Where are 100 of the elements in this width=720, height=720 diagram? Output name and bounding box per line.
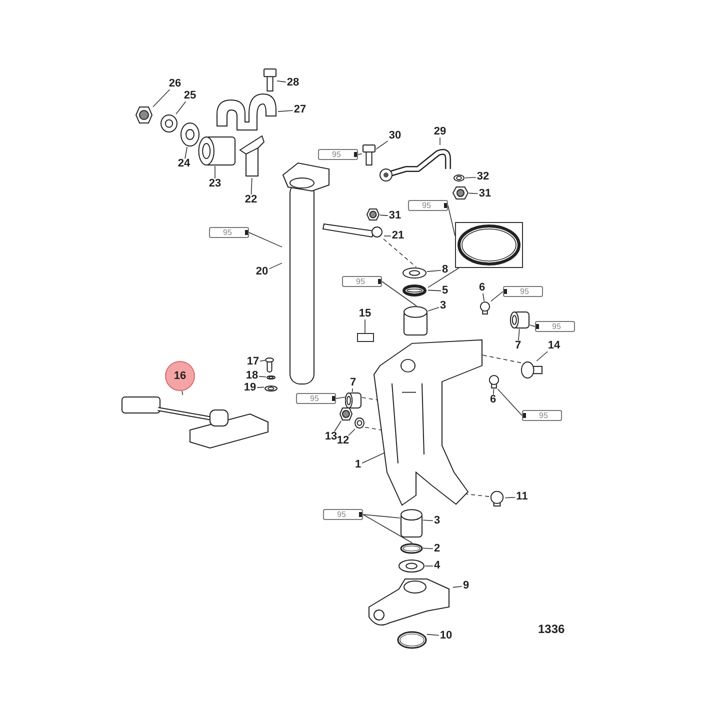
leader-line	[422, 520, 434, 522]
bushing-drawing	[198, 136, 236, 166]
leader-line	[464, 176, 476, 178]
leader-line	[278, 110, 294, 112]
washer-drawing	[402, 267, 427, 279]
leader-line	[426, 634, 440, 636]
bushing-drawing	[403, 306, 428, 336]
sealant-tube	[342, 276, 382, 287]
sealant-tube	[296, 393, 336, 404]
leader-line	[358, 153, 362, 155]
nut-drawing	[339, 407, 353, 421]
callout-number: 7	[348, 378, 358, 388]
drawing-number: 1336	[538, 621, 565, 638]
tube-label: 95	[538, 412, 549, 420]
callout-number: 20	[254, 266, 270, 278]
assembly-line	[364, 426, 382, 430]
leader-line	[260, 360, 266, 362]
leader-line	[176, 101, 186, 114]
leader-line	[352, 388, 353, 392]
seal-ring-drawing	[401, 283, 428, 298]
leader-line	[530, 324, 536, 327]
callout-number: 31	[388, 210, 402, 222]
leader-line	[182, 390, 184, 396]
sealant-tube	[323, 509, 363, 520]
washer-drawing	[160, 114, 178, 133]
bushing-drawing	[345, 392, 362, 409]
callout-number: 17	[246, 356, 260, 368]
tube-label: 95	[309, 394, 320, 402]
leader-line	[184, 146, 188, 159]
callout-number: 19	[242, 382, 258, 394]
bushing-drawing	[510, 311, 530, 329]
sealant-tube	[522, 410, 562, 421]
washer-drawing	[398, 559, 425, 573]
callout-number: 6	[478, 282, 486, 294]
leader-line	[497, 388, 522, 416]
screw-drawing	[479, 301, 491, 315]
callout-number: 4	[432, 560, 442, 572]
leader-line	[426, 270, 442, 272]
leader-line	[492, 388, 494, 395]
leader-line	[362, 514, 400, 518]
assembly-line	[482, 354, 522, 364]
callout-number: 18	[244, 370, 260, 382]
callout-number: 3	[432, 516, 442, 526]
callout-number: 7	[514, 340, 522, 352]
callout-number: 5	[440, 286, 450, 296]
ring-drawing	[400, 543, 423, 554]
assembly-line	[383, 238, 417, 268]
washer-drawing	[266, 375, 276, 380]
bolt-drawing	[362, 144, 376, 166]
callout-number: 23	[208, 178, 222, 190]
leader-line	[258, 376, 266, 378]
callout-number: 31	[478, 188, 492, 200]
leader-line	[482, 293, 485, 302]
callout-number: 28	[286, 78, 300, 88]
callout-number: 22	[244, 194, 258, 206]
part-box	[357, 333, 374, 342]
tube-label: 95	[519, 288, 530, 296]
nut-drawing	[452, 186, 469, 200]
leader-line	[428, 268, 460, 288]
clamp-drawing	[215, 92, 278, 132]
leader-line	[348, 428, 356, 436]
callout-number: 14	[546, 340, 562, 352]
bracket-drawing	[238, 134, 266, 178]
leader-line	[256, 386, 264, 388]
callout-number: 9	[462, 580, 470, 592]
callout-number: 27	[292, 104, 308, 116]
callout-number: 2	[432, 544, 442, 554]
leader-line	[376, 140, 388, 150]
long-bolt-drawing	[322, 222, 384, 239]
leader-line	[468, 192, 478, 194]
screw-drawing	[489, 491, 505, 507]
nut-drawing	[135, 106, 153, 124]
leader-line	[362, 452, 384, 464]
leader-line	[152, 89, 170, 108]
callout-number: 30	[388, 130, 402, 142]
sealant-tube	[408, 200, 448, 211]
callout-number: 21	[390, 230, 406, 242]
leader-line	[248, 232, 282, 248]
leader-line	[536, 351, 548, 362]
leader-line	[518, 328, 520, 341]
sealant-tube	[318, 149, 358, 160]
callout-number: 1	[354, 460, 362, 470]
washer-drawing	[264, 385, 278, 392]
screw-drawing	[488, 374, 500, 389]
leader-line	[428, 290, 442, 292]
leader-line	[268, 262, 282, 270]
leader-line	[428, 306, 440, 312]
callout-number: 10	[438, 630, 454, 642]
assembly-line	[466, 494, 490, 497]
callout-number: 24	[176, 158, 192, 170]
leader-line	[276, 80, 286, 82]
highlighted-callout-number: 16	[165, 361, 195, 391]
leader-line	[336, 396, 346, 399]
tube-label: 95	[355, 278, 366, 286]
assembly-line	[362, 397, 378, 400]
callout-number: 15	[358, 308, 372, 320]
callout-number: 29	[432, 126, 448, 138]
leader-line	[334, 420, 342, 432]
washer-drawing	[354, 417, 365, 429]
pin-drawing	[521, 361, 543, 379]
